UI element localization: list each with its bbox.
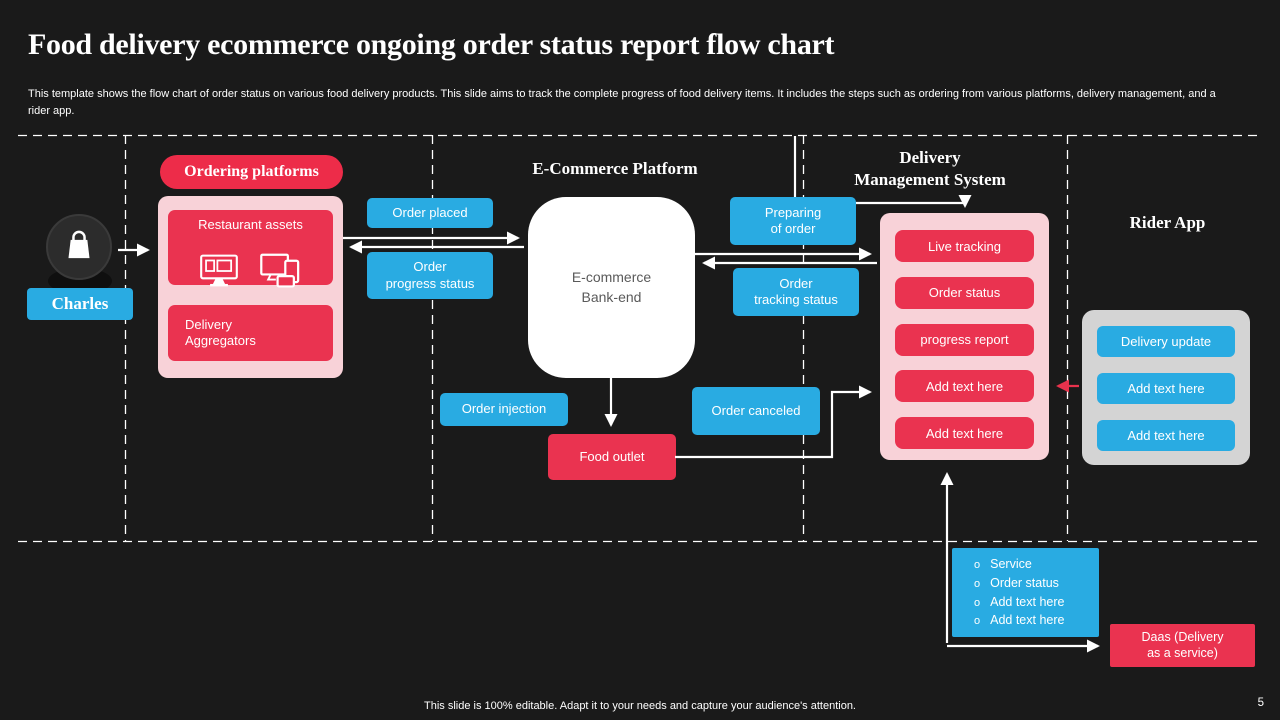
delivery-management-panel: Live tracking Order status progress repo… — [880, 213, 1049, 460]
delivery-management-header: Delivery Management System — [820, 147, 1040, 191]
list-item: o Service — [974, 556, 1099, 575]
footer-note: This slide is 100% editable. Adapt it to… — [424, 700, 856, 712]
delivery-management-header-line1: Delivery — [899, 148, 961, 167]
dms-item-add-text-1[interactable]: Add text here — [895, 370, 1034, 403]
order-placed-node[interactable]: Order placed — [367, 198, 493, 228]
rider-item-add-text-2[interactable]: Add text here — [1097, 420, 1235, 451]
bullet: o — [974, 615, 981, 628]
dms-item-order-status[interactable]: Order status — [895, 276, 1034, 309]
page-number: 5 — [1257, 697, 1264, 709]
daas-node[interactable]: Daas (Delivery as a service) — [1110, 624, 1255, 667]
actor-name-label[interactable]: Charles — [27, 288, 133, 320]
bullet: o — [974, 596, 981, 609]
order-progress-status-node[interactable]: Order progress status — [367, 252, 493, 299]
order-canceled-node[interactable]: Order canceled — [692, 387, 820, 435]
rider-item-add-text-1[interactable]: Add text here — [1097, 373, 1235, 404]
page-title: Food delivery ecommerce ongoing order st… — [28, 28, 835, 61]
bullet: o — [974, 577, 981, 590]
page-subtitle: This template shows the flow chart of or… — [28, 88, 1216, 117]
service-list-node[interactable]: o Service o Order status o Add text here… — [952, 548, 1099, 637]
order-injection-node[interactable]: Order injection — [440, 393, 568, 426]
ecommerce-platform-header: E-Commerce Platform — [532, 159, 698, 178]
bullet: o — [974, 559, 981, 571]
shopping-bag-icon — [61, 226, 97, 269]
desktop-monitor-icon — [199, 237, 239, 292]
dms-item-progress-report[interactable]: progress report — [895, 323, 1034, 356]
ordering-platforms-header[interactable]: Ordering platforms — [160, 155, 343, 189]
customer-avatar[interactable] — [46, 214, 112, 280]
delivery-management-header-line2: Management System — [854, 170, 1006, 190]
dms-item-live-tracking[interactable]: Live tracking — [895, 230, 1034, 262]
rider-app-panel: Delivery update Add text here Add text h… — [1082, 310, 1250, 465]
order-tracking-status-node[interactable]: Order tracking status — [733, 268, 859, 316]
list-item: o Order status — [974, 575, 1099, 594]
list-item: o Add text here — [974, 612, 1099, 631]
preparing-of-order-node[interactable]: Preparing of order — [730, 197, 856, 245]
restaurant-assets-label: Restaurant assets — [198, 217, 303, 232]
ecommerce-backend-node[interactable]: E-commerce Bank-end — [528, 197, 695, 378]
delivery-aggregators-node[interactable]: Delivery Aggregators — [168, 305, 333, 361]
multi-device-icon — [259, 236, 303, 293]
rider-app-header: Rider App — [1129, 213, 1206, 232]
restaurant-assets-node[interactable]: Restaurant assets — [168, 210, 333, 288]
arrow-preparing-to-dms — [856, 194, 972, 208]
food-outlet-node[interactable]: Food outlet — [548, 434, 676, 480]
dms-item-add-text-2[interactable]: Add text here — [895, 417, 1034, 449]
list-item: o Add text here — [974, 594, 1099, 613]
rider-item-delivery-update[interactable]: Delivery update — [1097, 326, 1235, 357]
